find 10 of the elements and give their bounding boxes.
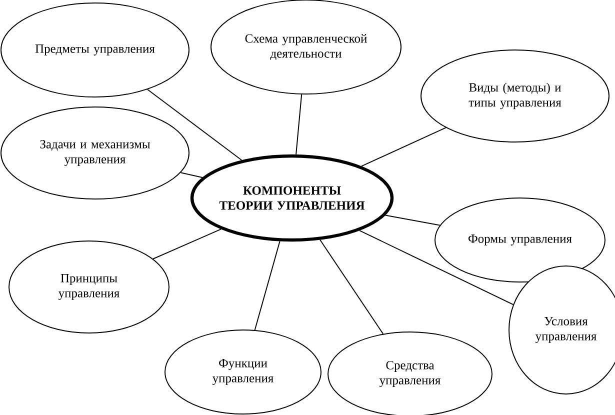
connector-line [254, 240, 280, 330]
connector-line [359, 230, 514, 306]
connector-line [384, 214, 440, 226]
connector-line [320, 239, 384, 334]
connector-line [152, 228, 222, 260]
connector-line [147, 88, 242, 161]
connector-line [180, 172, 203, 178]
connector-line [296, 94, 302, 155]
connector-line [361, 127, 446, 167]
node-label: Условия управления [535, 317, 596, 343]
